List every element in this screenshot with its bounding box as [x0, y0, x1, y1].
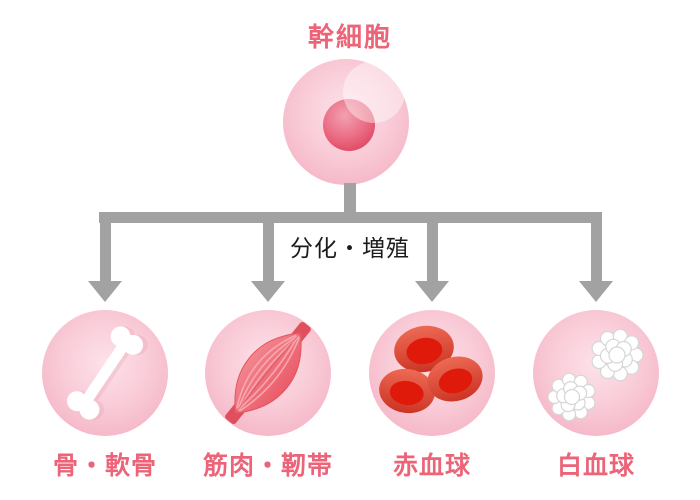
diagram-title: 幹細胞 — [307, 22, 392, 52]
stem-cell-illustration — [283, 59, 409, 185]
arrowhead-4 — [579, 281, 613, 302]
stem-cell-nucleus — [323, 99, 375, 151]
stem-cell-highlight — [343, 61, 405, 123]
arrowhead-3 — [415, 281, 449, 302]
cell-label-muscle: 筋肉・靭帯 — [202, 452, 333, 480]
cell-label-bone: 骨・軟骨 — [52, 452, 157, 480]
arrow-down-4 — [591, 212, 602, 281]
cell-label-red-blood-cell: 赤血球 — [392, 452, 471, 480]
arrow-down-1 — [100, 212, 111, 281]
arrow-down-3 — [427, 212, 438, 281]
arrow-down-2 — [263, 212, 274, 281]
cell-label-white-blood-cell: 白血球 — [556, 452, 635, 480]
red-blood-cells-icon — [369, 310, 495, 436]
cell-circle — [533, 310, 659, 436]
bone-icon — [42, 310, 168, 436]
branch-label: 分化・増殖 — [290, 235, 410, 261]
arrow-branch-bar — [99, 212, 602, 223]
arrowhead-2 — [251, 281, 285, 302]
arrowhead-1 — [88, 281, 122, 302]
white-blood-cells-icon — [533, 310, 659, 436]
arrow-trunk — [344, 183, 356, 214]
muscle-icon — [205, 310, 331, 436]
